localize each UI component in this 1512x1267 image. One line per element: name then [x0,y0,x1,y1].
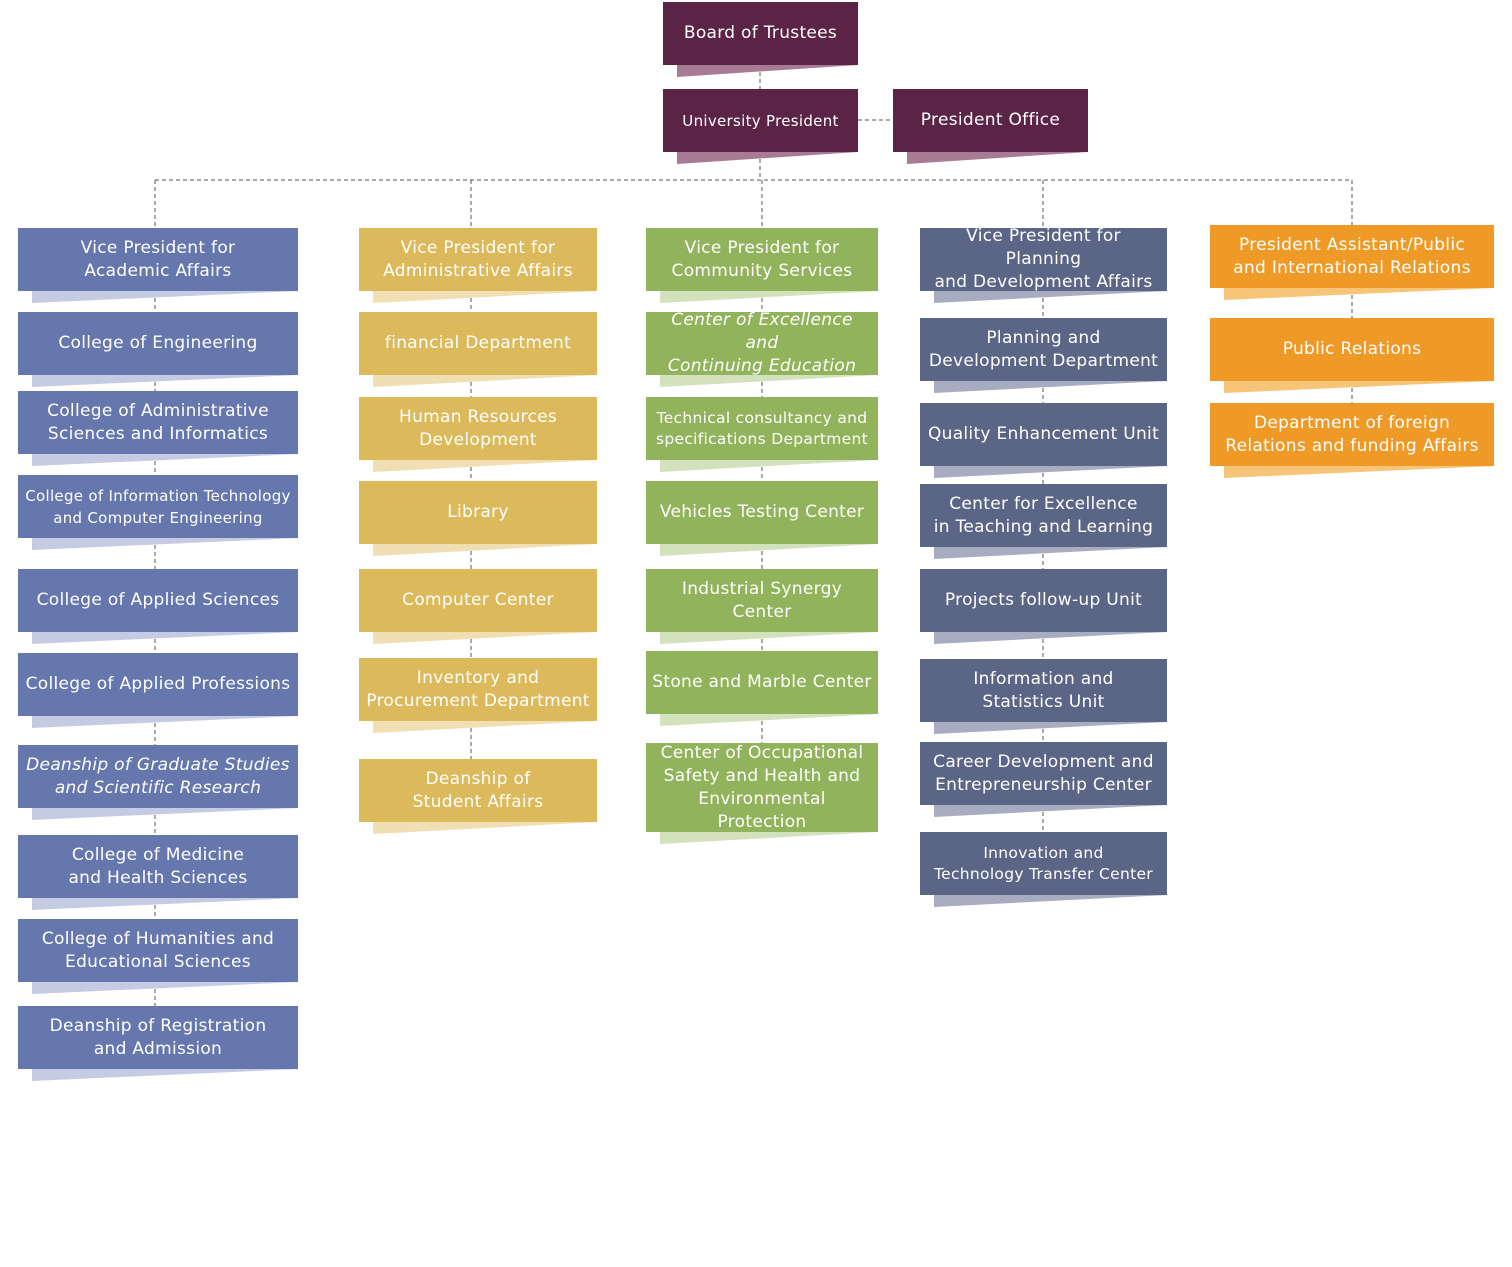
college-humanities-label: College of Humanities and Educational Sc… [41,928,275,972]
career-development-center-label: Career Development and Entrepreneurship … [933,751,1154,795]
innovation-technology-transfer-box: Innovation and Technology Transfer Cente… [920,832,1167,895]
vp-community-services-box: Vice President for Community Services [646,228,878,291]
library-label: Library [447,502,509,522]
occupational-safety-center-label: Center of Occupational Safety and Health… [660,742,864,832]
technical-consultancy-label: Technical consultancy and specifications… [655,408,869,448]
deanship-graduate-studies-box: Deanship of Graduate Studies and Scienti… [18,745,298,808]
vp-academic-affairs-label: Vice President for Academic Affairs [80,237,236,281]
college-medicine-label: College of Medicine and Health Sciences [68,844,248,888]
vehicles-testing-center-label: Vehicles Testing Center [659,502,865,522]
president-office-box: President Office [893,89,1088,152]
deanship-student-affairs-box: Deanship of Student Affairs [359,759,597,822]
vp-planning-development-box: Vice President for Planning and Developm… [920,226,1167,292]
deanship-registration-label: Deanship of Registration and Admission [49,1015,267,1059]
information-statistics-unit-box: Information and Statistics Unit [920,659,1167,722]
college-of-engineering-box: College of Engineering [18,312,298,375]
vehicles-testing-center-box: Vehicles Testing Center [646,481,878,544]
career-development-center-box: Career Development and Entrepreneurship … [920,742,1167,805]
information-statistics-unit-label: Information and Statistics Unit [973,668,1114,712]
vp-planning-development-label: Vice President for Planning and Developm… [934,226,1153,292]
college-applied-sciences-box: College of Applied Sciences [18,569,298,632]
vp-administrative-affairs-label: Vice President for Administrative Affair… [383,237,573,281]
financial-department-box: financial Department [359,312,597,375]
foreign-relations-funding-label: Department of foreign Relations and fund… [1225,412,1479,456]
human-resources-box: Human Resources Development [359,397,597,460]
stone-marble-center-box: Stone and Marble Center [646,651,878,714]
inventory-procurement-box: Inventory and Procurement Department [359,658,597,721]
center-excellence-continuing-ed-label: Center of Excellence and Continuing Educ… [667,310,857,376]
college-it-box: College of Information Technology and Co… [18,475,298,538]
college-applied-sciences-label: College of Applied Sciences [36,590,280,610]
vp-administrative-affairs-box: Vice President for Administrative Affair… [359,228,597,291]
inventory-procurement-label: Inventory and Procurement Department [366,667,590,711]
president-office-label: President Office [920,110,1061,130]
planning-development-dept-box: Planning and Development Department [920,318,1167,381]
projects-followup-unit-box: Projects follow-up Unit [920,569,1167,632]
college-humanities-box: College of Humanities and Educational Sc… [18,919,298,982]
library-box: Library [359,481,597,544]
financial-department-label: financial Department [384,333,572,353]
college-applied-professions-box: College of Applied Professions [18,653,298,716]
college-of-engineering-label: College of Engineering [58,333,258,353]
planning-development-dept-label: Planning and Development Department [928,327,1159,371]
industrial-synergy-center-box: Industrial Synergy Center [646,569,878,632]
board-of-trustees-box: Board of Trustees [663,2,858,65]
deanship-registration-box: Deanship of Registration and Admission [18,1006,298,1069]
public-relations-box: Public Relations [1210,318,1494,381]
industrial-synergy-center-label: Industrial Synergy Center [681,578,843,622]
center-excellence-teaching-label: Center for Excellence in Teaching and Le… [933,493,1154,537]
center-excellence-teaching-box: Center for Excellence in Teaching and Le… [920,484,1167,547]
university-president-box: University President [663,89,858,152]
innovation-technology-transfer-label: Innovation and Technology Transfer Cente… [934,843,1153,883]
computer-center-label: Computer Center [402,590,554,610]
president-assistant-relations-label: President Assistant/Public and Internati… [1233,234,1471,278]
president-assistant-relations-box: President Assistant/Public and Internati… [1210,225,1494,288]
college-it-label: College of Information Technology and Co… [25,486,291,527]
technical-consultancy-box: Technical consultancy and specifications… [646,397,878,460]
vp-academic-affairs-box: Vice President for Academic Affairs [18,228,298,291]
computer-center-box: Computer Center [359,569,597,632]
college-medicine-box: College of Medicine and Health Sciences [18,835,298,898]
college-admin-sciences-label: College of Administrative Sciences and I… [47,400,269,444]
human-resources-label: Human Resources Development [398,406,558,450]
vp-community-services-label: Vice President for Community Services [671,237,853,281]
projects-followup-unit-label: Projects follow-up Unit [944,590,1143,610]
deanship-graduate-studies-label: Deanship of Graduate Studies and Scienti… [26,754,290,798]
quality-enhancement-unit-box: Quality Enhancement Unit [920,403,1167,466]
board-of-trustees-label: Board of Trustees [683,23,838,43]
stone-marble-center-label: Stone and Marble Center [652,672,872,692]
university-president-label: University President [682,111,839,130]
center-excellence-continuing-ed-box: Center of Excellence and Continuing Educ… [646,310,878,376]
deanship-student-affairs-label: Deanship of Student Affairs [412,768,544,812]
foreign-relations-funding-box: Department of foreign Relations and fund… [1210,403,1494,466]
quality-enhancement-unit-label: Quality Enhancement Unit [927,424,1160,444]
college-applied-professions-label: College of Applied Professions [25,674,291,694]
college-admin-sciences-box: College of Administrative Sciences and I… [18,391,298,454]
occupational-safety-center-box: Center of Occupational Safety and Health… [646,743,878,832]
public-relations-label: Public Relations [1282,339,1422,359]
